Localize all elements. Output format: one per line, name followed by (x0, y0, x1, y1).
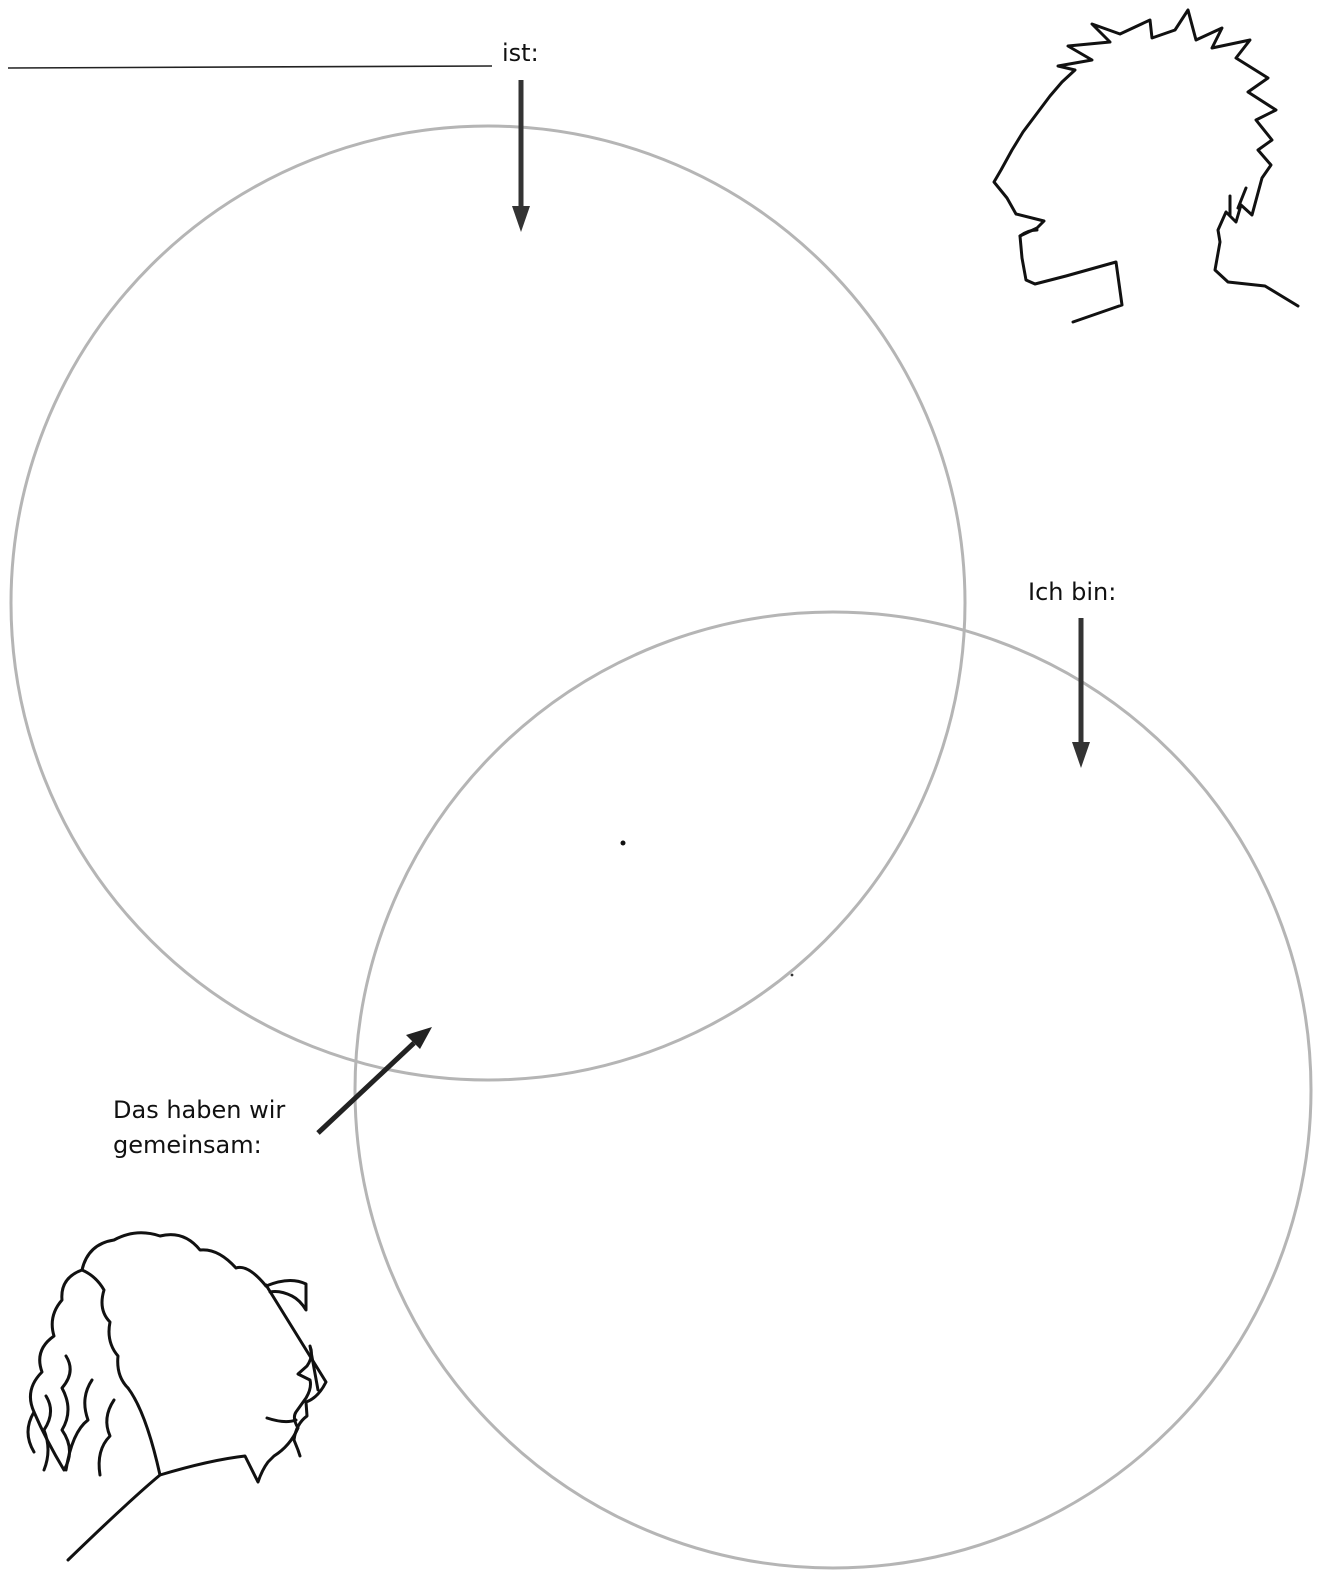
spiky-hair-head-profile-icon (994, 10, 1298, 322)
venn-circle-self (355, 612, 1311, 1568)
shared-label-line-2: gemeinsam: (113, 1128, 285, 1163)
venn-circle-other (11, 126, 965, 1080)
name-blank-line[interactable] (8, 66, 492, 68)
shared-label: Das haben wir gemeinsam: (113, 1093, 285, 1163)
arrow-down-self-icon (1072, 618, 1090, 768)
arrow-diagonal-shared-icon (318, 1027, 432, 1133)
shared-label-line-1: Das haben wir (113, 1093, 285, 1128)
curly-hair-head-profile-icon (28, 1233, 326, 1560)
self-label: Ich bin: (1028, 575, 1116, 610)
center-dot (621, 841, 626, 846)
other-person-label: ist: (502, 36, 539, 71)
speck-dot (791, 974, 794, 977)
arrow-down-other-icon (512, 80, 530, 232)
